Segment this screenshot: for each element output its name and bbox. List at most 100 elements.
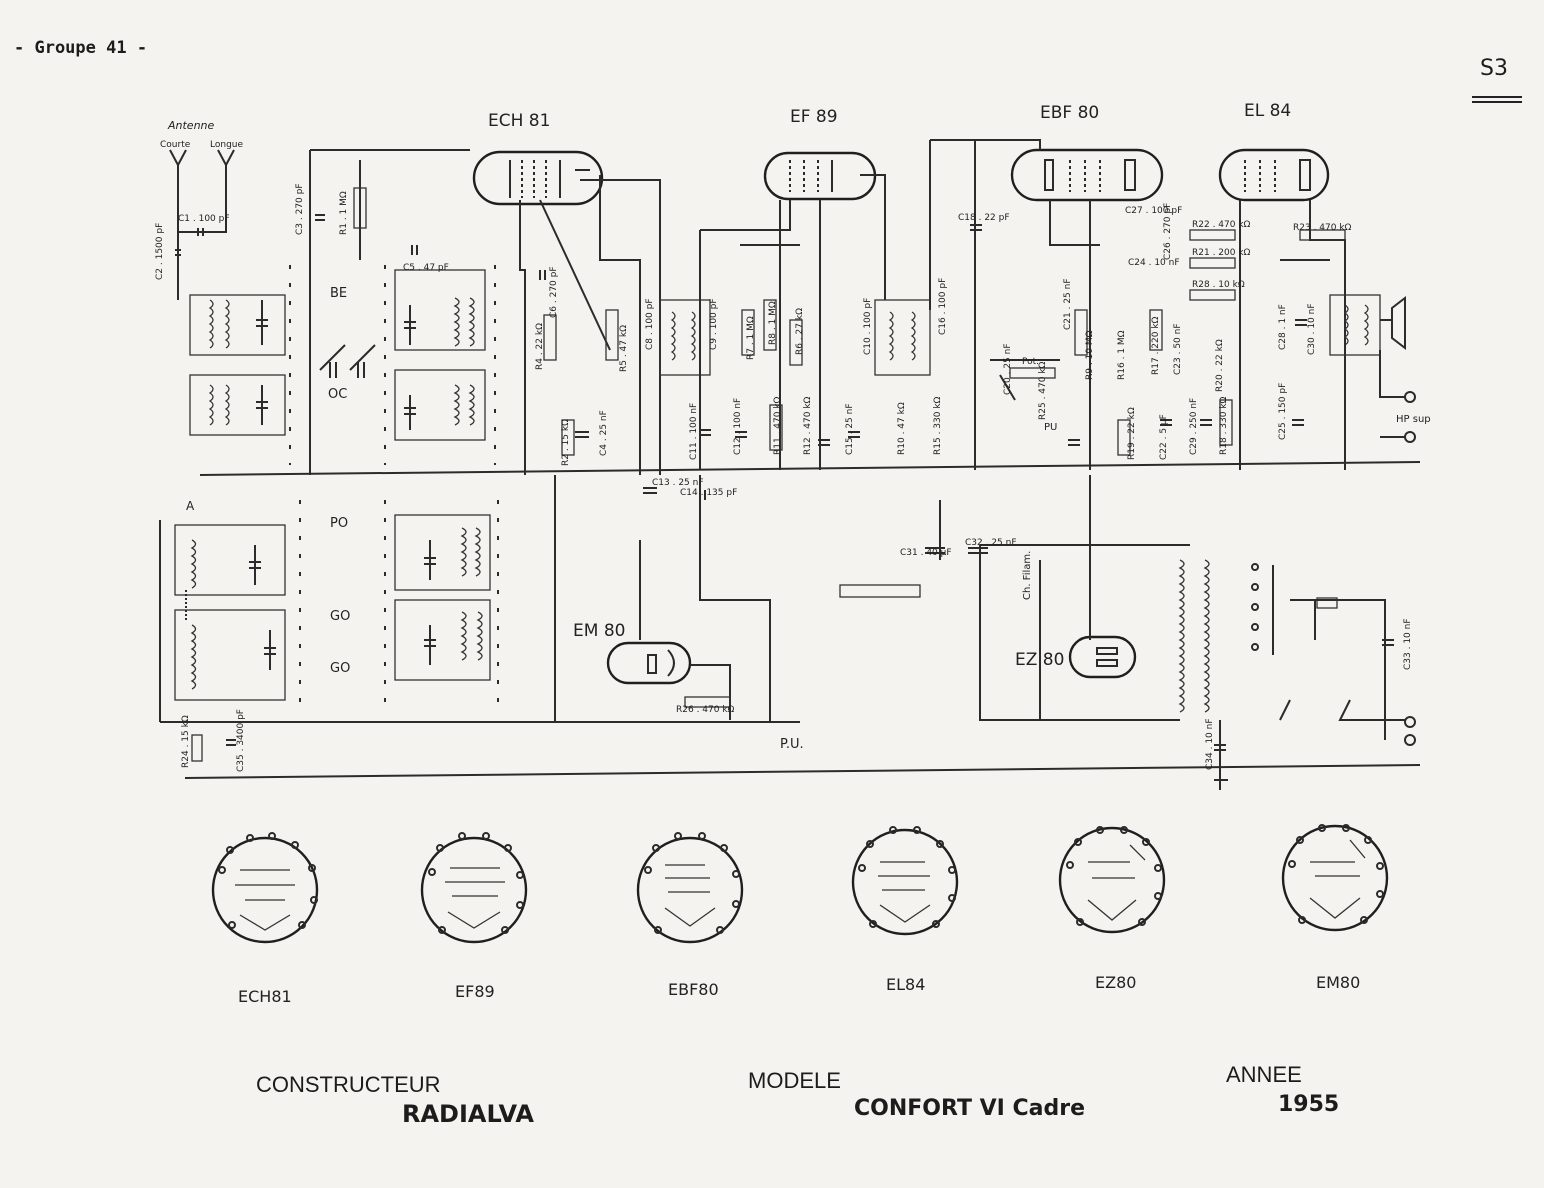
- tube-ebf80-label: EBF 80: [1040, 103, 1099, 123]
- if-transformer-1: [659, 299, 711, 376]
- resistor-r9: [1074, 309, 1088, 356]
- resistor-r26: [684, 696, 731, 708]
- page-mark: S3: [1480, 56, 1508, 81]
- label-c30: C30 . 10 nF: [1307, 303, 1317, 355]
- socket-label-el84: EL84: [886, 975, 925, 994]
- label-c21: C21 . 25 nF: [1063, 278, 1073, 330]
- label-r28: R28 . 10 kΩ: [1192, 280, 1245, 290]
- label-c31: C31 . 40 µF: [900, 548, 952, 558]
- label-r20: R20 . 22 kΩ: [1215, 339, 1225, 392]
- year-value: 1955: [1278, 1092, 1340, 1117]
- power-wires: [939, 475, 1405, 790]
- label-c35: C35 . 3400 pF: [236, 709, 246, 772]
- resistor-r7: [741, 309, 755, 356]
- output-transformer: [1329, 294, 1416, 443]
- ech81-wires: [309, 149, 526, 475]
- resistor-r11: [769, 404, 783, 451]
- resistor-r2: [561, 419, 575, 456]
- socket-el84: [851, 826, 959, 936]
- socket-em80: [1281, 824, 1389, 932]
- label-c6: C6 . 270 pF: [549, 266, 559, 318]
- socket-label-ez80: EZ80: [1095, 973, 1136, 992]
- label-c2: C2 . 1500 pF: [155, 223, 165, 280]
- label-r1: R1 . 1 MΩ: [339, 191, 349, 235]
- tube-ebf80: [1010, 148, 1164, 202]
- power-transformer: [839, 559, 1274, 713]
- resistor-r1: [353, 187, 367, 229]
- group-header: - Groupe 41 -: [14, 38, 148, 58]
- tube-ef89: [763, 151, 877, 201]
- socket-label-ech81: ECH81: [238, 987, 292, 1006]
- em80-wires: [554, 475, 771, 722]
- label-c25: C25 . 150 pF: [1278, 383, 1288, 440]
- year-caption: ANNEE: [1226, 1062, 1302, 1087]
- socket-ebf80: [636, 832, 744, 944]
- label-c11: C11 . 100 nF: [689, 403, 699, 460]
- label-r22: R22 . 470 kΩ: [1192, 220, 1251, 230]
- constructor-name: RADIALVA: [402, 1100, 534, 1128]
- switch-go2-label: GO: [330, 661, 350, 676]
- label-r15: R15 . 330 kΩ: [933, 396, 943, 455]
- label-c24: C24 . 10 nF: [1128, 258, 1180, 268]
- ground-bus-line: [184, 764, 1421, 779]
- label-c26: C26 . 270 pF: [1163, 203, 1173, 260]
- label-c29: C29 . 250 nF: [1189, 398, 1199, 455]
- resistor-r4: [543, 314, 557, 361]
- label-c8: C8 . 100 pF: [645, 298, 655, 350]
- po-go-coil-block: [174, 514, 491, 762]
- antenna-short-label: Courte: [160, 140, 191, 150]
- resistor-r19: [1117, 419, 1131, 456]
- tube-ech81: [472, 150, 604, 206]
- label-r24: R24 . 15 kΩ: [181, 715, 191, 768]
- label-r4: R4 . 22 kΩ: [535, 323, 545, 370]
- socket-ez80: [1058, 826, 1166, 934]
- capacitor-marks: [315, 214, 1394, 751]
- socket-ef89: [420, 832, 528, 944]
- tube-el84: [1218, 148, 1330, 202]
- label-c32: C32 . 25 nF: [965, 538, 1017, 548]
- switch-a-label: A: [186, 499, 195, 513]
- model-caption: MODELE: [748, 1068, 841, 1093]
- ech81-wires-2: [539, 175, 661, 475]
- label-pot: Pot.: [1022, 357, 1039, 367]
- switch-be-label: BE: [330, 286, 347, 301]
- socket-label-ebf80: EBF80: [668, 980, 719, 999]
- label-c12: C12 . 100 nF: [733, 398, 743, 455]
- potentiometer: [1009, 367, 1056, 379]
- resistor-r23: [1299, 229, 1346, 241]
- label-r26: R26 . 470 kΩ: [676, 705, 735, 715]
- hp-sup-label: HP sup: [1396, 414, 1431, 425]
- constructor-caption: CONSTRUCTEUR: [256, 1072, 441, 1097]
- label-c15: C15 . 25 nF: [845, 403, 855, 455]
- switch-go1-label: GO: [330, 609, 350, 624]
- fuse: [1316, 597, 1338, 609]
- antenna-group: [169, 149, 235, 300]
- mains-jack-1: [1404, 716, 1416, 728]
- label-c10: C10 . 100 pF: [863, 298, 873, 355]
- pu-jack-label: PU: [1044, 422, 1057, 433]
- label-r6: R6 . 27 kΩ: [795, 308, 805, 355]
- label-c13: C13 . 25 nF: [652, 478, 704, 488]
- label-r8: R8 . 1 MΩ: [768, 301, 778, 345]
- label-r21: R21 . 200 kΩ: [1192, 248, 1251, 258]
- label-r2: R2 . 15 kΩ: [561, 419, 571, 466]
- switch-po-label: PO: [330, 516, 348, 531]
- label-r11: R11 . 470 kΩ: [773, 396, 783, 455]
- rf-coil-block-top: [189, 294, 286, 436]
- label-c9: C9 . 100 pF: [709, 298, 719, 350]
- mains-jack-2: [1404, 734, 1416, 746]
- page-mark-underline-1: [1472, 96, 1522, 98]
- ch-filam-label: Ch. Filam.: [1022, 551, 1033, 600]
- tube-em80: [606, 641, 692, 685]
- label-r7: R7 . 1 MΩ: [746, 316, 756, 360]
- page-mark-underline-2: [1472, 101, 1522, 103]
- tube-ech81-label: ECH 81: [488, 111, 550, 131]
- antenna-title: Antenne: [167, 119, 215, 132]
- resistor-r21: [1189, 257, 1236, 269]
- label-r12: R12 . 470 kΩ: [803, 396, 813, 455]
- antenna-long-label: Longue: [210, 140, 243, 150]
- tube-ez80-label: EZ 80: [1015, 650, 1064, 670]
- socket-label-ef89: EF89: [455, 982, 495, 1001]
- resistor-r18: [1219, 399, 1233, 446]
